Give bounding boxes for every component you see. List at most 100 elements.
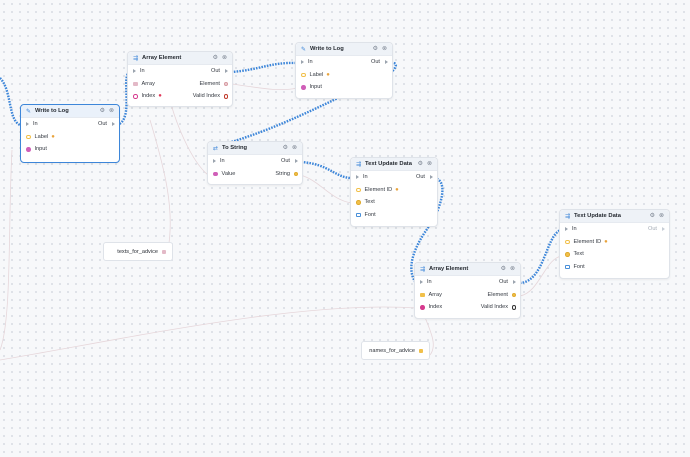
- node-header[interactable]: ✎ Write to Log ⚙ ⊗: [296, 43, 392, 56]
- data-wire: [299, 174, 353, 204]
- close-icon[interactable]: ⊗: [291, 144, 297, 151]
- exec-out-port[interactable]: [295, 159, 298, 163]
- out-label: Out: [97, 121, 107, 128]
- text-update-data-node[interactable]: ⇶ Text Update Data ⚙ ⊗ In Out Element ID…: [559, 209, 670, 279]
- array-port[interactable]: [162, 249, 166, 254]
- required-marker: ●: [395, 186, 399, 193]
- label-row: Label ●: [21, 131, 119, 144]
- node-header[interactable]: ⇄ To String ⚙ ⊗: [208, 142, 302, 155]
- exec-out-port[interactable]: [385, 60, 388, 64]
- text-icon: ⇶: [356, 160, 362, 168]
- exec-out-port[interactable]: [112, 122, 115, 126]
- node-title: Array Element: [429, 266, 469, 272]
- exec-in-port[interactable]: [565, 227, 568, 232]
- any-port[interactable]: [301, 85, 306, 90]
- out-label: Out: [498, 279, 508, 286]
- write-to-log-node[interactable]: ✎ Write to Log ⚙ ⊗ In Out Label ● Input: [295, 42, 393, 99]
- to-string-node[interactable]: ⇄ To String ⚙ ⊗ In Out Value String: [207, 141, 303, 185]
- required-marker: ●: [158, 93, 162, 100]
- element-label: Element: [487, 291, 508, 298]
- exec-in-port[interactable]: [356, 175, 359, 180]
- required-marker: ●: [604, 238, 608, 245]
- array-element-node[interactable]: ⇶ Array Element ⚙ ⊗ In Out Array Element…: [414, 262, 521, 319]
- exec-row: In Out: [415, 276, 520, 289]
- font-port[interactable]: [565, 264, 570, 269]
- array-port[interactable]: [133, 81, 138, 86]
- variable-label: texts_for_advice: [117, 248, 158, 255]
- out-label: Out: [415, 174, 425, 181]
- valid-index-port[interactable]: [511, 305, 516, 310]
- variable-node[interactable]: names_for_advice: [361, 341, 430, 360]
- string-port[interactable]: [565, 252, 570, 257]
- exec-row: In Out: [128, 65, 232, 78]
- font-label: Font: [364, 211, 376, 218]
- out-label: Out: [647, 226, 657, 233]
- out-label: Out: [370, 59, 380, 66]
- node-title: Write to Log: [310, 46, 344, 52]
- valid-index-port[interactable]: [223, 94, 228, 99]
- string-port[interactable]: [356, 200, 361, 205]
- font-port[interactable]: [356, 212, 361, 217]
- gear-icon[interactable]: ⚙: [372, 45, 378, 52]
- string-port[interactable]: [356, 187, 361, 192]
- required-marker: ●: [326, 71, 330, 78]
- text-update-data-node[interactable]: ⇶ Text Update Data ⚙ ⊗ In Out Element ID…: [350, 157, 438, 227]
- in-label: In: [572, 226, 577, 233]
- pencil-icon: ✎: [301, 45, 307, 53]
- close-icon[interactable]: ⊗: [221, 54, 227, 61]
- node-header[interactable]: ⇶ Text Update Data ⚙ ⊗: [560, 210, 669, 223]
- close-icon[interactable]: ⊗: [658, 212, 664, 219]
- exec-in-port[interactable]: [301, 60, 304, 65]
- exec-in-port[interactable]: [133, 69, 136, 74]
- variable-label: names_for_advice: [369, 347, 415, 354]
- close-icon[interactable]: ⊗: [108, 107, 114, 114]
- text-icon: ⇶: [565, 212, 571, 220]
- write-to-log-node[interactable]: ✎ Write to Log ⚙ ⊗ In Out Label ● Input: [20, 104, 120, 163]
- node-header[interactable]: ⇶ Array Element ⚙ ⊗: [415, 263, 520, 276]
- any-port[interactable]: [213, 171, 218, 176]
- node-header[interactable]: ⇶ Text Update Data ⚙ ⊗: [351, 158, 437, 171]
- exec-in-port[interactable]: [26, 122, 29, 127]
- gear-icon[interactable]: ⚙: [417, 160, 423, 167]
- gear-icon[interactable]: ⚙: [212, 54, 218, 61]
- string-port[interactable]: [565, 239, 570, 244]
- value-row: Value String: [208, 168, 302, 181]
- exec-out-port[interactable]: [662, 227, 665, 231]
- variable-node[interactable]: texts_for_advice: [103, 242, 173, 261]
- in-label: In: [220, 158, 225, 165]
- node-header[interactable]: ⇶ Array Element ⚙ ⊗: [128, 52, 232, 65]
- gear-icon[interactable]: ⚙: [500, 265, 506, 272]
- index-label: Index: [428, 304, 443, 311]
- gear-icon[interactable]: ⚙: [282, 144, 288, 151]
- array-element-node[interactable]: ⇶ Array Element ⚙ ⊗ In Out Array Element…: [127, 51, 233, 107]
- gear-icon[interactable]: ⚙: [649, 212, 655, 219]
- exec-row: In Out: [208, 155, 302, 168]
- array-icon: ⇶: [420, 265, 426, 273]
- index-port[interactable]: [133, 94, 138, 99]
- gear-icon[interactable]: ⚙: [99, 107, 105, 114]
- string-port[interactable]: [293, 171, 298, 176]
- any-port[interactable]: [26, 147, 31, 152]
- valid-index-label: Valid Index: [192, 93, 220, 100]
- element-port[interactable]: [223, 81, 228, 86]
- array-port[interactable]: [420, 292, 425, 297]
- index-port[interactable]: [420, 305, 425, 310]
- node-header[interactable]: ✎ Write to Log ⚙ ⊗: [21, 105, 119, 118]
- in-label: In: [363, 174, 368, 181]
- close-icon[interactable]: ⊗: [509, 265, 515, 272]
- exec-out-port[interactable]: [430, 175, 433, 179]
- string-port[interactable]: [26, 134, 31, 139]
- exec-out-port[interactable]: [225, 69, 228, 73]
- element-port[interactable]: [511, 292, 516, 297]
- close-icon[interactable]: ⊗: [426, 160, 432, 167]
- exec-in-port[interactable]: [420, 280, 423, 285]
- array-port[interactable]: [419, 348, 423, 353]
- exec-wire: [516, 228, 562, 285]
- data-wire: [519, 255, 563, 297]
- close-icon[interactable]: ⊗: [381, 45, 387, 52]
- valid-index-label: Valid Index: [480, 304, 508, 311]
- array-label: Array: [428, 291, 442, 298]
- exec-out-port[interactable]: [513, 280, 516, 284]
- string-port[interactable]: [301, 72, 306, 77]
- exec-in-port[interactable]: [213, 159, 216, 164]
